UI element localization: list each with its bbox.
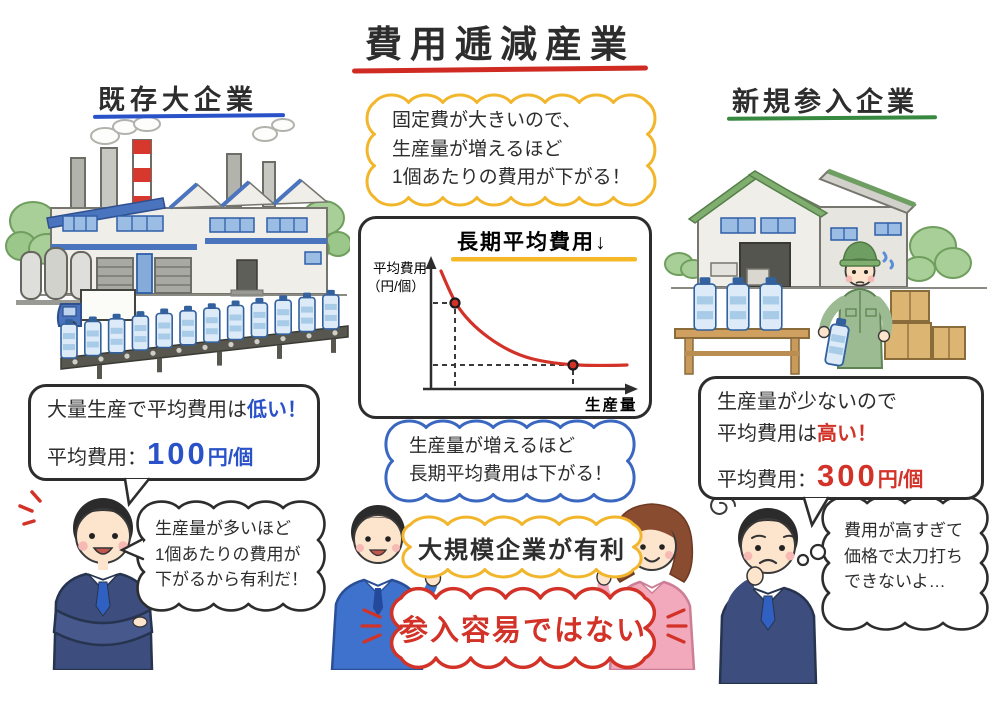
cost-curve-chart-panel: 長期平均費用↓ 平均費用 （円/個） 生産量 xyxy=(358,216,652,419)
left-speech-tail xyxy=(123,477,151,507)
worker xyxy=(817,241,894,369)
left-cost-label: 平均費用： xyxy=(47,447,147,469)
result-line-2: 長期平均費用は下がる！ xyxy=(409,462,613,484)
result-cloud-bubble: 生産量が増えるほど 長期平均費用は下がる！ xyxy=(381,416,639,506)
right-heading: 新規参入企業 xyxy=(732,87,918,117)
x-axis-arrow xyxy=(625,383,638,395)
right-thought-bubble: 費用が高すぎて 価格で太刀打ち できないよ… xyxy=(818,492,992,634)
cost-curve xyxy=(439,269,629,368)
bottle-table xyxy=(674,328,810,375)
table-bottles xyxy=(693,277,783,331)
right-thought-line-1: 費用が高すぎて xyxy=(844,521,963,540)
advantage-bubble: 大規模企業が有利 xyxy=(398,512,646,582)
chart-title: 長期平均費用↓ xyxy=(457,230,608,254)
page-title: 費用逓減産業 xyxy=(365,24,635,65)
chart-axes xyxy=(423,265,629,391)
result-line-1: 生産量が増えるほど xyxy=(409,435,575,456)
excitement-marks-icon xyxy=(18,490,42,526)
right-speech-bubble: 生産量が少ないので 平均費用は高い！ 平均費用：300円/個 xyxy=(698,376,984,500)
right-thought-line-2: 価格で太刀打ち xyxy=(844,546,963,566)
factory-illustration xyxy=(5,118,350,379)
intro-line-2: 生産量が増えるほど xyxy=(392,138,563,160)
cardboard-boxes xyxy=(884,290,966,360)
left-thought-line-1: 生産量が多いほど xyxy=(155,519,291,538)
right-speech-line2: 平均費用は xyxy=(717,423,817,445)
right-cost-label: 平均費用： xyxy=(717,469,817,491)
smoke-clouds xyxy=(90,118,295,145)
point-low-cost xyxy=(567,359,579,371)
right-speech-line1: 生産量が少ないので xyxy=(717,391,897,413)
right-cost-unit: 円/個 xyxy=(877,469,924,491)
dashed-guides xyxy=(433,302,574,387)
warehouse-illustration xyxy=(664,168,987,375)
storage-tanks xyxy=(16,247,96,305)
right-speech-tail xyxy=(802,496,830,528)
left-thought-line-3: 下がるから有利だ！ xyxy=(155,570,308,589)
intro-line-1: 固定費が大きいので、 xyxy=(392,110,582,131)
happy-businessman xyxy=(52,498,154,670)
chart-xlabel: 生産量 xyxy=(585,395,638,414)
left-thought-tail xyxy=(119,537,145,561)
conveyor-extras xyxy=(60,289,340,379)
right-speech-accent: 高い！ xyxy=(817,423,877,445)
emphasis-marks-left-icon xyxy=(360,608,382,644)
chart-ylabel-line1: 平均費用 xyxy=(373,261,427,276)
left-thought-line-2: 1個あたりの費用が xyxy=(155,544,301,564)
right-heading-underline xyxy=(726,115,938,121)
y-axis-arrow xyxy=(425,256,437,269)
right-cost-value: 300 xyxy=(817,458,878,493)
left-cost-unit: 円/個 xyxy=(207,447,254,469)
cost-curve-chart: 長期平均費用↓ 平均費用 （円/個） 生産量 xyxy=(367,230,638,414)
left-speech-accent: 低い！ xyxy=(247,399,307,421)
left-speech-bubble: 大量生産で平均費用は低い！ 平均費用：100円/個 xyxy=(28,384,320,481)
smokestacks xyxy=(70,139,276,214)
thought-dots-icon xyxy=(796,543,827,567)
intro-line-3: 1個あたりの費用が下がる！ xyxy=(392,167,631,188)
left-speech-text: 大量生産で平均費用は xyxy=(47,399,247,421)
left-cost-value: 100 xyxy=(147,436,208,471)
advantage-text: 大規模企業が有利 xyxy=(418,536,626,564)
intro-cloud-bubble: 固定費が大きいので、 生産量が増えるほど 1個あたりの費用が下がる！ xyxy=(362,90,660,210)
entry-difficulty-bubble: 参入容易ではない xyxy=(386,583,660,673)
right-thought-line-3: できないよ… xyxy=(844,572,946,591)
left-heading: 既存大企業 xyxy=(98,85,258,115)
factory-building xyxy=(23,178,347,297)
chart-title-underline xyxy=(451,257,637,262)
entry-difficulty-text: 参入容易ではない xyxy=(398,615,647,647)
emphasis-marks-right-icon xyxy=(666,608,688,644)
point-high-cost xyxy=(449,297,461,309)
worried-businessman xyxy=(718,508,818,684)
chart-ylabel-line2: （円/個） xyxy=(367,279,425,294)
left-thought-bubble: 生産量が多いほど 1個あたりの費用が 下がるから有利だ！ xyxy=(133,497,329,615)
